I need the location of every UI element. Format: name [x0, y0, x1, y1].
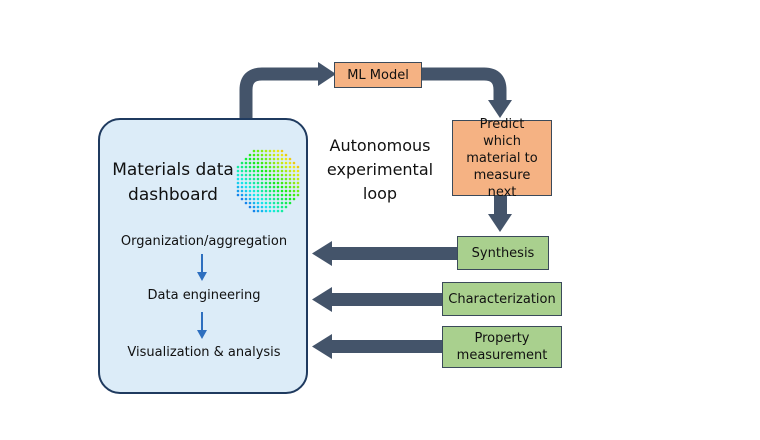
arrow-synthesis-to-dashboard — [330, 247, 460, 260]
property-measurement-box: Property measurement — [442, 326, 562, 368]
arrow-ml-to-predict — [422, 67, 507, 102]
arrow-dashboard-to-ml-head — [318, 62, 336, 86]
dashboard-step-organization: Organization/aggregation — [120, 234, 288, 249]
arrow-ml-to-predict-head — [488, 100, 512, 118]
characterization-box: Characterization — [442, 282, 562, 316]
predict-next-material-box: Predict which material to measure next — [452, 117, 552, 200]
dashboard-step-visualization: Visualization & analysis — [127, 345, 281, 360]
arrow-synthesis-to-dashboard-head — [312, 241, 332, 266]
down-arrow-icon — [197, 312, 207, 339]
synthesis-box: Synthesis — [457, 236, 549, 270]
autonomous-loop-label: Autonomous experimental loop — [326, 136, 434, 203]
arrow-dashboard-to-ml — [239, 67, 320, 120]
arrow-predict-to-synthesis — [494, 196, 507, 216]
ml-model-box: ML Model — [334, 62, 422, 88]
arrow-characterization-to-dashboard — [330, 293, 445, 306]
wafer-heatmap-icon — [236, 149, 300, 213]
dashboard-step-data-engineering: Data engineering — [147, 288, 261, 303]
arrow-property-to-dashboard — [330, 340, 445, 353]
arrow-property-to-dashboard-head — [312, 334, 332, 359]
down-arrow-icon — [197, 254, 207, 281]
arrow-predict-to-synthesis-head — [488, 214, 512, 232]
arrow-characterization-to-dashboard-head — [312, 287, 332, 312]
dashboard-title: Materials data dashboard — [112, 160, 234, 205]
